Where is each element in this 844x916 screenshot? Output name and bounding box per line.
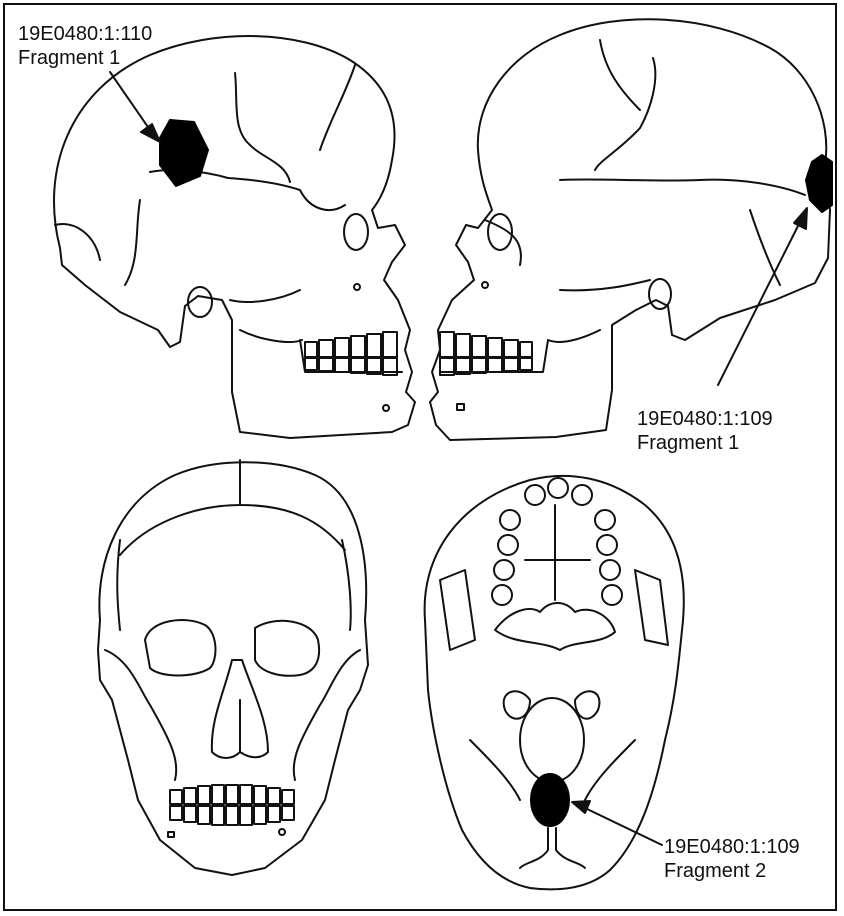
fragment-name: Fragment 2 bbox=[664, 859, 800, 883]
leader-line-109-1 bbox=[718, 222, 800, 385]
left-orbit bbox=[145, 620, 215, 676]
annotation-label-109-2: 19E0480:1:109 Fragment 2 bbox=[664, 835, 800, 883]
fragment-marker-109-1 bbox=[806, 155, 832, 212]
foramen bbox=[354, 284, 360, 290]
lower-teeth bbox=[170, 806, 294, 825]
cranial-sutures bbox=[55, 65, 355, 302]
foramen-magnum bbox=[520, 698, 584, 782]
leader-arrows bbox=[110, 72, 807, 845]
jaw-line bbox=[240, 330, 402, 372]
fragment-name: Fragment 1 bbox=[637, 431, 773, 455]
upper-teeth bbox=[170, 785, 294, 804]
upper-teeth bbox=[440, 332, 532, 357]
specimen-id: 19E0480:1:109 bbox=[637, 407, 773, 431]
mental-foramen bbox=[383, 405, 389, 411]
skull-lateral-left-facing bbox=[430, 19, 832, 440]
arrowhead bbox=[794, 208, 807, 229]
condyles bbox=[504, 691, 600, 718]
ear-opening bbox=[649, 279, 671, 309]
annotation-label-110: 19E0480:1:110 Fragment 1 bbox=[18, 22, 152, 70]
skull-inferior bbox=[425, 476, 684, 890]
palate-suture bbox=[525, 505, 590, 600]
upper-teeth bbox=[305, 332, 397, 357]
nasal-cavity bbox=[212, 660, 268, 758]
right-orbit bbox=[255, 621, 319, 676]
mental-foramen bbox=[457, 404, 464, 410]
arrowhead bbox=[572, 801, 590, 813]
pterygoid-region bbox=[495, 603, 615, 650]
annotation-label-109-1: 19E0480:1:109 Fragment 1 bbox=[637, 407, 773, 455]
occipital-crest bbox=[520, 828, 585, 868]
mental-foramen-left bbox=[168, 832, 174, 837]
leader-line-109-2 bbox=[585, 808, 662, 845]
cheekbones bbox=[105, 650, 360, 780]
cranium-outline bbox=[430, 19, 830, 440]
cranium-outline bbox=[54, 36, 415, 438]
cranial-sutures bbox=[485, 40, 805, 290]
arrowhead bbox=[141, 124, 160, 142]
cranial-sutures bbox=[117, 460, 350, 630]
specimen-id: 19E0480:1:109 bbox=[664, 835, 800, 859]
leader-line-110 bbox=[110, 72, 150, 130]
skull-frontal bbox=[98, 460, 368, 875]
specimen-id: 19E0480:1:110 bbox=[18, 22, 152, 46]
fragment-marker-110 bbox=[160, 120, 208, 186]
fragment-name: Fragment 1 bbox=[18, 46, 152, 70]
orbit bbox=[344, 214, 368, 250]
skull-lateral-right-facing bbox=[54, 36, 415, 438]
palate-teeth bbox=[492, 478, 622, 605]
cranium-outline bbox=[98, 462, 368, 875]
foramen bbox=[482, 282, 488, 288]
mental-foramen-right bbox=[279, 829, 285, 835]
fragment-marker-109-2 bbox=[531, 774, 569, 826]
